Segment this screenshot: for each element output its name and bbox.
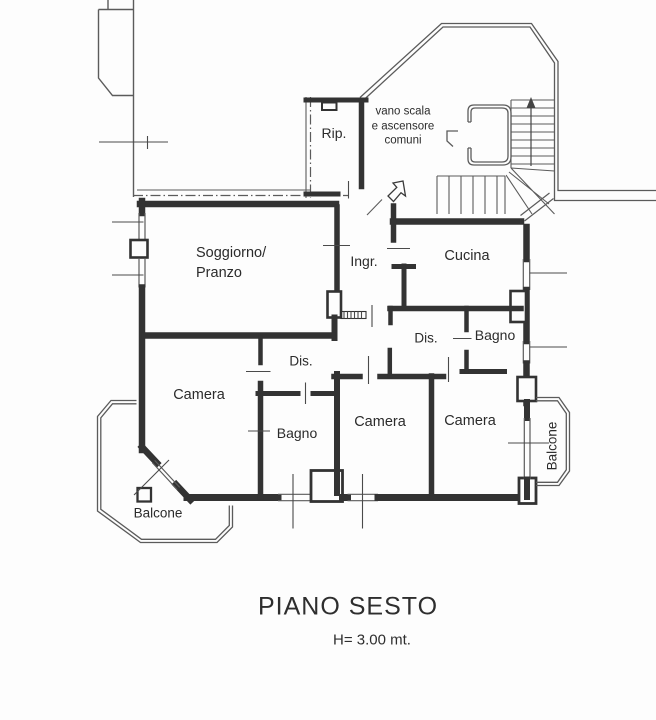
stairwell-label: vano scala e ascensore comuni <box>372 104 435 148</box>
stairs <box>436 99 555 215</box>
floor-height-note: H= 3.00 mt. <box>333 631 411 649</box>
stairwell-label-line2: e ascensore <box>371 119 435 132</box>
room-label-soggiorno: Soggiorno/ Pranzo <box>196 243 266 283</box>
interior-walls <box>141 204 524 500</box>
floor-title: PIANO SESTO <box>257 592 439 621</box>
room-label-camera-right: Camera <box>444 413 496 429</box>
rip-walls <box>303 97 369 199</box>
entrance-arrow-icon <box>366 180 407 216</box>
party-wall-lines <box>133 97 348 198</box>
room-label-soggiorno-line2: Pranzo <box>196 265 242 281</box>
room-label-dis-center: Dis. <box>414 330 438 346</box>
threshold-hatch <box>340 310 367 320</box>
stairwell-label-line1: vano scala <box>375 105 431 118</box>
balcony-left-outline <box>96 399 234 544</box>
room-label-ingresso: Ingr. <box>350 253 378 269</box>
exterior-structure-topleft <box>97 0 168 197</box>
room-label-soggiorno-line1: Soggiorno/ <box>196 245 267 261</box>
balcony-pillar <box>136 486 153 503</box>
room-label-balcone-right: Balcone <box>544 421 560 471</box>
room-label-camera-center: Camera <box>354 414 406 430</box>
room-label-bagno-lower: Bagno <box>276 425 318 441</box>
room-label-balcone-left: Balcone <box>133 505 183 521</box>
room-label-camera-left: Camera <box>173 387 225 403</box>
door-ticks <box>246 244 472 432</box>
room-label-cucina: Cucina <box>444 248 490 264</box>
room-label-dis-left: Dis. <box>289 353 313 369</box>
stairwell-label-line3: comuni <box>384 134 422 147</box>
stairwell-outline <box>359 22 656 202</box>
balcony-right-outline <box>508 396 571 487</box>
room-label-bagno-upper: Bagno <box>474 327 516 343</box>
up-arrow-icon <box>526 97 536 166</box>
room-label-rip: Rip. <box>321 125 347 141</box>
elevator-shape <box>446 104 512 166</box>
